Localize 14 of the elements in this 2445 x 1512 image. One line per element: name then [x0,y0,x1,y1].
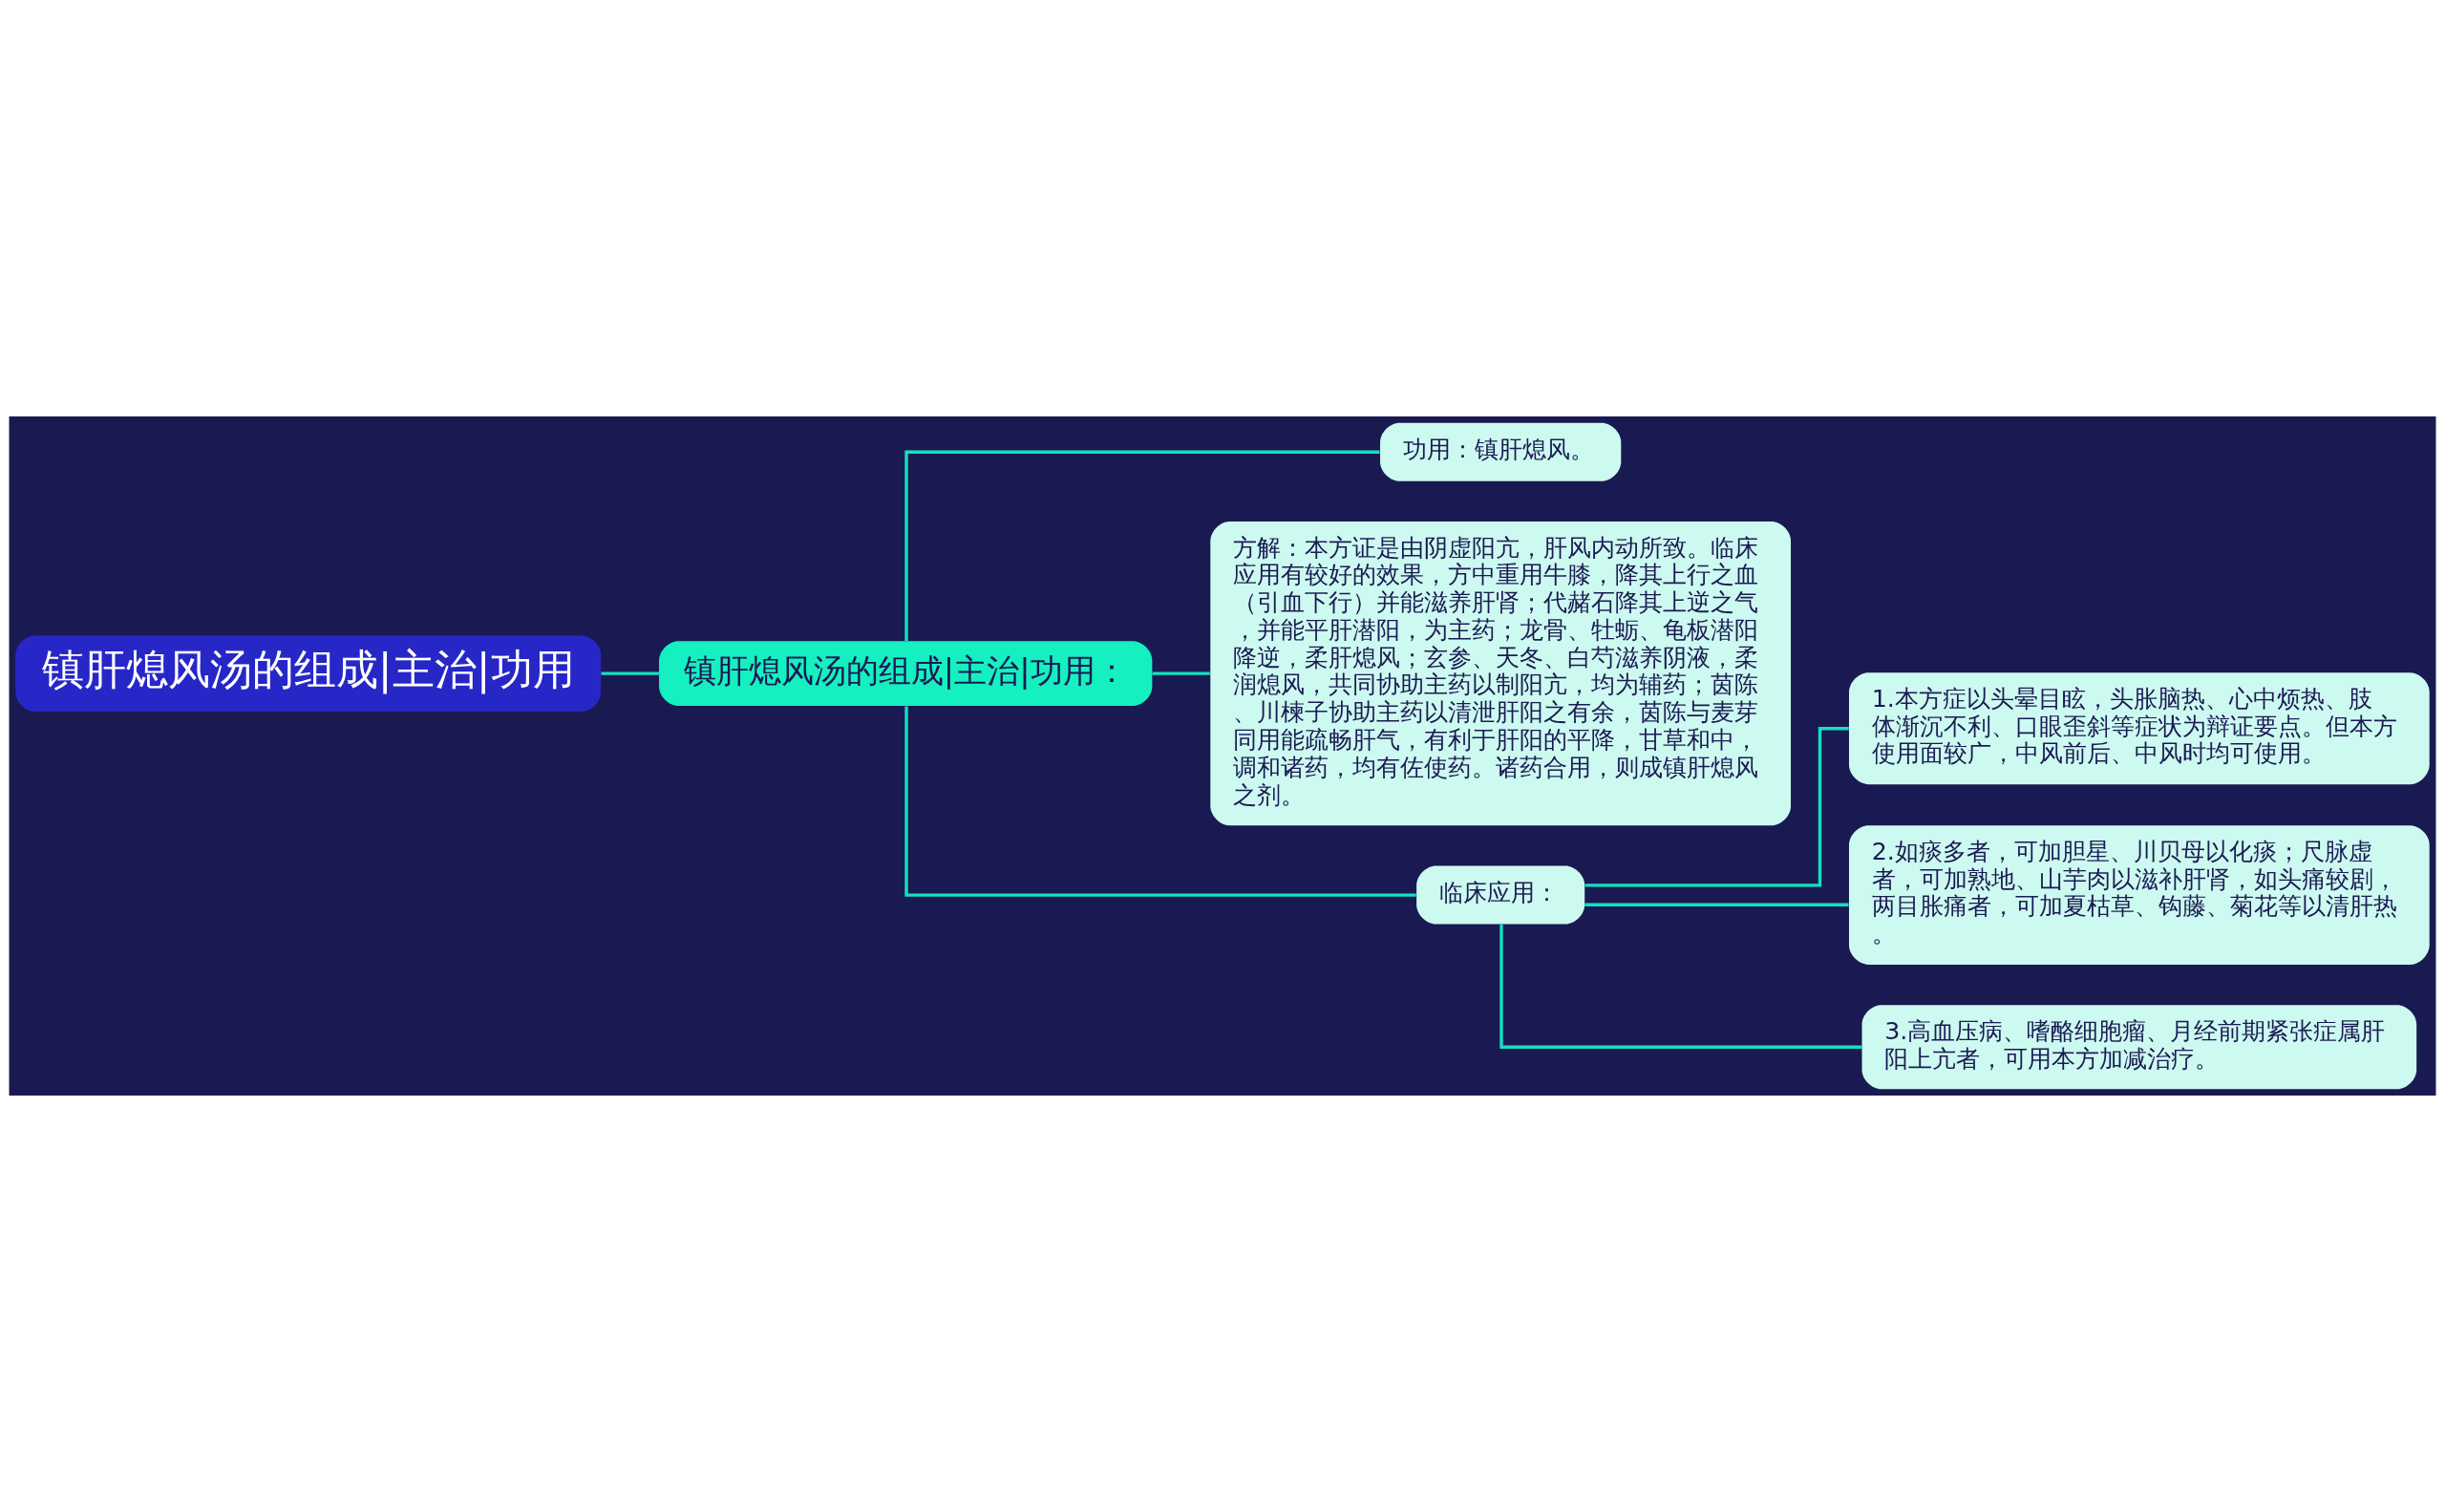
node-box: 临床应用： [1416,865,1585,925]
connector [601,671,659,675]
node-box: 1.本方症以头晕目眩，头胀脑热、心中烦热、肢体渐沉不利、口眼歪斜等症状为辩证要点。但本方使用面较广，中风前后、中风时均可使用。 [1849,672,2430,785]
node-box: 2.如痰多者，可加胆星、川贝母以化痰；尺脉虚者，可加熟地、山芋肉以滋补肝肾，如头痛较剧，两目胀痛者，可加夏枯草、钩藤、菊花等以清肝热。 [1849,825,2430,965]
connector [1152,671,1210,675]
connector [1499,924,1862,1049]
node-box: 镇肝熄风汤的组成|主治|功用： [659,641,1153,706]
node-box: 3.高血压病、嗜酪细胞瘤、月经前期紧张症属肝阳上亢者，可用本方加减治疗。 [1861,1005,2417,1090]
node-box: 镇肝熄风汤的组成|主治|功用 [15,635,602,712]
connector [904,450,1380,641]
node-box: 功用：镇肝熄风。 [1380,422,1622,481]
node-box: 方解：本方证是由阴虚阳亢，肝风内动所致。临床应用有较好的效果，方中重用牛膝，降其上行之血（引血下行）并能滋养肝肾；代赭石降其上逆之气，并能平肝潜阳，为主药；龙骨、牡蛎、龟板潜阳降逆，柔肝熄风；玄参、天冬、白芍滋养阴液，柔润熄风，共同协助主药以制阳亢，均为辅药；茵陈、川楝子协助主药以清泄肝阳之有余，茵陈与麦芽同用能疏畅肝气，有利于肝阳的平降，甘草和中，调和诸药，均有佐使药。诸药合用，则成镇肝熄风之剂。 [1210,522,1792,826]
connector [904,706,1416,897]
connector [1584,903,1849,906]
